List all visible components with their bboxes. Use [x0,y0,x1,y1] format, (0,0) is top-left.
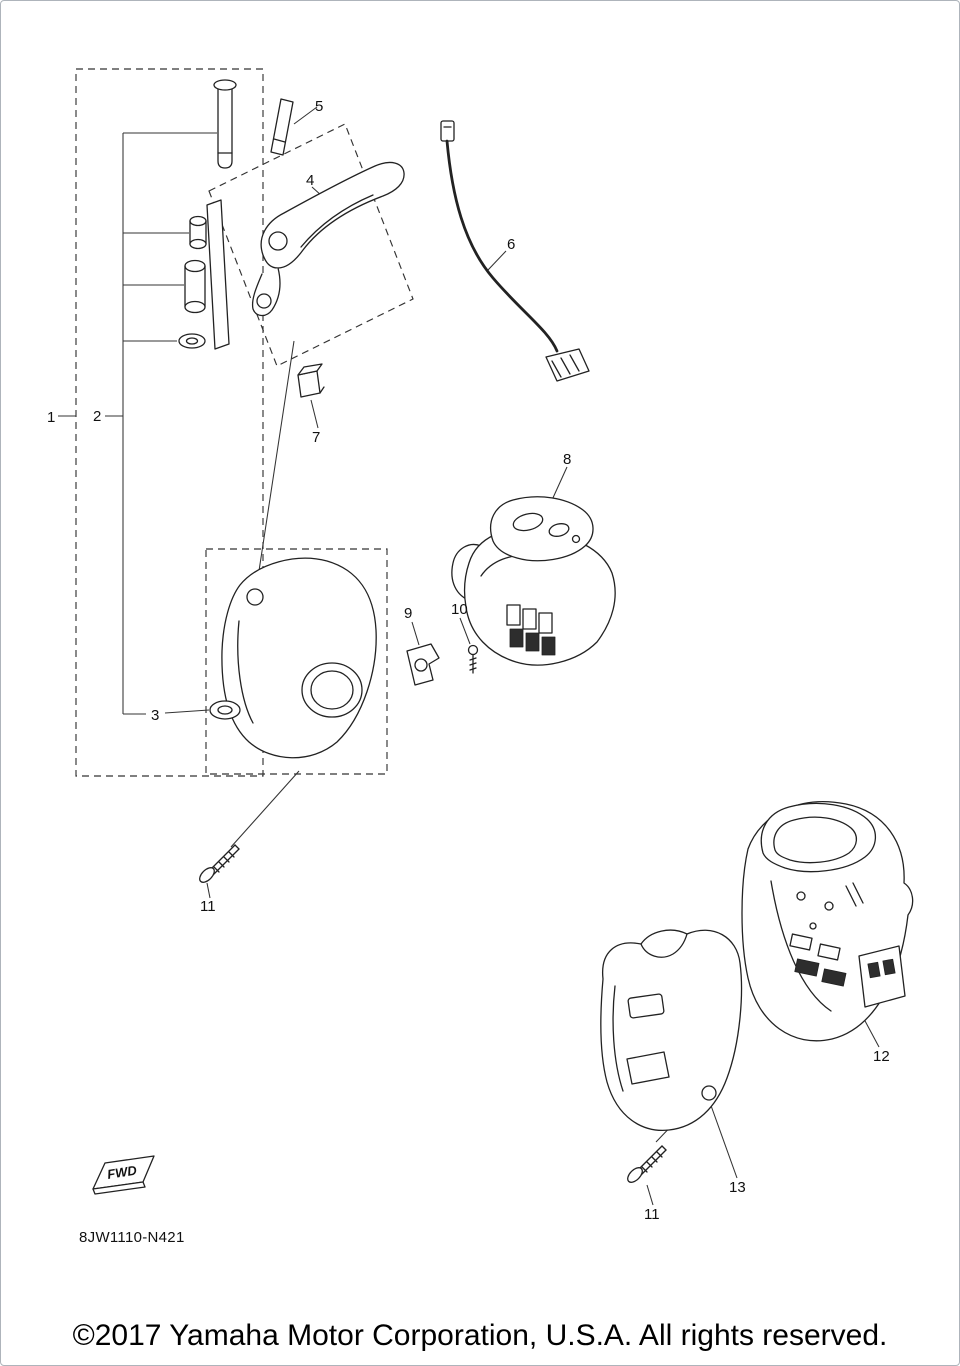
diagram-part-code: 8JW1110-N421 [79,1229,185,1246]
part-12-switch-assembly-drawing [741,801,914,1042]
part-13-cover-drawing [600,929,743,1131]
callout-7: 7 [312,429,320,446]
callout-2: 2 [93,408,101,425]
part-3-cover-drawing [209,557,377,759]
callout-8: 8 [563,451,571,468]
part-5-drawing [270,98,294,156]
assembly-box-1 [75,68,264,777]
callout-3: 3 [151,707,159,724]
callout-13: 13 [729,1179,746,1196]
part-6-cable-drawing [440,120,590,382]
callout-1: 1 [47,409,55,426]
callout-5: 5 [315,98,323,115]
callout-10: 10 [451,601,468,618]
part-bushings-drawing [178,199,230,350]
fwd-label: FWD [106,1162,138,1182]
callout-12: 12 [873,1048,890,1065]
part-11-screw-left-drawing [199,844,240,883]
callout-labels: 1 2 3 4 5 6 7 8 9 10 11 12 13 11 [47,98,890,1223]
part-10-screw-drawing [467,644,479,674]
leader-lines [58,106,880,1206]
fwd-flag-shape [92,1155,155,1195]
part-4-lever-drawing [251,161,405,317]
part-7-drawing [297,363,325,398]
part-9-bracket-drawing [406,643,440,686]
part-8-switch-assembly-drawing [451,496,616,666]
copyright-text: ©2017 Yamaha Motor Corporation, U.S.A. A… [72,1319,888,1352]
part-pin-drawing [213,79,237,169]
part-11-screw-right-drawing [627,1145,667,1183]
callout-6: 6 [507,236,515,253]
callout-11-right: 11 [644,1206,660,1223]
fwd-direction-indicator: FWD [92,1155,155,1195]
assembly-box-lever [208,123,414,367]
callout-9: 9 [404,605,412,622]
callout-11-left: 11 [200,898,216,915]
callout-4: 4 [306,172,314,189]
